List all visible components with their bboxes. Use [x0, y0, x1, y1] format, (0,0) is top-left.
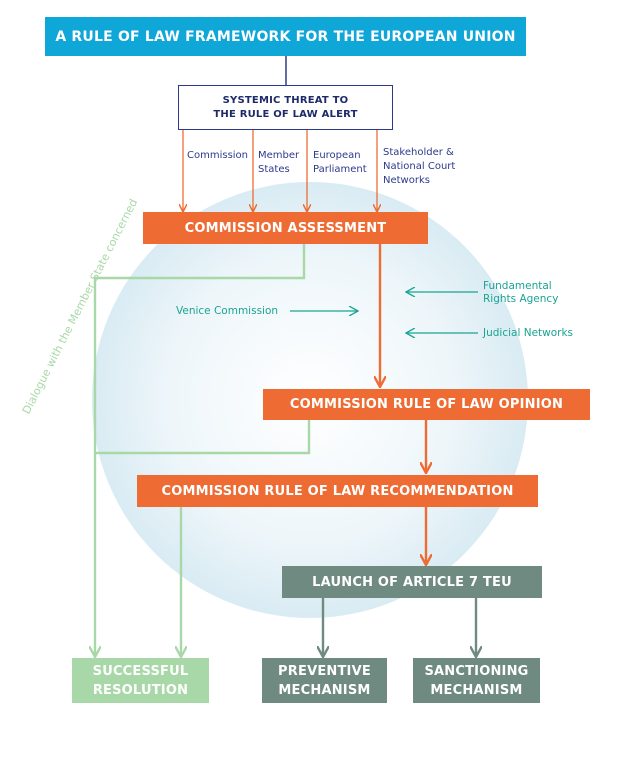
commission-opinion: COMMISSION RULE OF LAW OPINION	[263, 389, 590, 420]
commission-recommendation: COMMISSION RULE OF LAW RECOMMENDATION	[137, 475, 538, 507]
framework-title: A RULE OF LAW FRAMEWORK FOR THE EUROPEAN…	[45, 17, 526, 56]
preventive-mechanism: PREVENTIVE MECHANISM	[262, 658, 387, 703]
line-opinion-resolution	[95, 420, 311, 455]
fundamental-rights-agency-label: Fundamental Rights Agency	[483, 280, 559, 305]
venice-commission-label: Venice Commission	[176, 305, 279, 317]
systemic-threat-alert: SYSTEMIC THREAT TO THE RULE OF LAW ALERT	[178, 85, 393, 130]
source-commission: Commission	[187, 150, 249, 161]
commission-assessment: COMMISSION ASSESSMENT	[143, 212, 428, 244]
source-european-parliament: European Parliament	[313, 150, 367, 175]
line-assessment-resolution	[95, 244, 306, 656]
source-stakeholder-networks: Stakeholder & National Court Networks	[383, 147, 456, 186]
successful-resolution: SUCCESSFUL RESOLUTION	[72, 658, 209, 703]
judicial-networks-label: Judicial Networks	[483, 327, 574, 339]
article7-launch: LAUNCH OF ARTICLE 7 TEU	[282, 566, 542, 598]
source-member-states: Member States	[258, 150, 300, 175]
sanctioning-mechanism: SANCTIONING MECHANISM	[413, 658, 540, 703]
